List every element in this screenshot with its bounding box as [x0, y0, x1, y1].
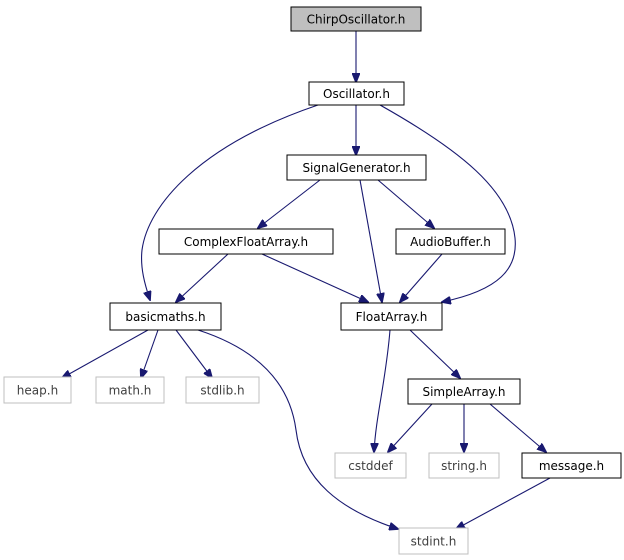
edge-oscillator-to-floatarray [379, 104, 516, 302]
node-float[interactable]: FloatArray.h [340, 302, 443, 331]
node-label-heap: heap.h [17, 384, 58, 398]
node-label-siggen: SignalGenerator.h [302, 161, 410, 175]
node-label-chirp: ChirpOscillator.h [307, 13, 406, 27]
node-label-stdint: stdint.h [411, 535, 457, 549]
edge-audiobuffer-to-floatarray [400, 253, 443, 302]
edge-basicmaths-to-math [141, 329, 159, 378]
edge-basicmaths-to-stdlib [175, 329, 212, 378]
edge-oscillator-to-basicmaths [141, 104, 319, 300]
node-complex[interactable]: ComplexFloatArray.h [158, 228, 334, 255]
node-string: string.h [428, 452, 500, 479]
node-label-audio: AudioBuffer.h [410, 235, 491, 249]
nodes: ChirpOscillator.hOscillator.hSignalGener… [3, 6, 622, 555]
edge-floatarray-to-cstddef [374, 329, 391, 452]
node-heap: heap.h [3, 376, 72, 404]
node-label-cstddef: cstddef [348, 459, 393, 473]
node-label-osc: Oscillator.h [323, 87, 390, 101]
edge-message-to-stdint [456, 477, 551, 529]
edge-signalgenerator-to-audiobuffer [377, 179, 434, 228]
node-box-siggen [286, 154, 427, 181]
edge-signalgenerator-to-floatarray [359, 179, 382, 302]
node-stdint: stdint.h [398, 527, 469, 555]
node-box-audio [395, 228, 506, 255]
node-box-string [428, 452, 500, 479]
node-box-complex [158, 228, 334, 255]
node-simple[interactable]: SimpleArray.h [407, 378, 521, 405]
node-osc[interactable]: Oscillator.h [308, 81, 405, 106]
node-label-stdlib: stdlib.h [200, 384, 244, 398]
edge-basicmaths-to-stdint [197, 329, 398, 529]
node-label-message: message.h [539, 459, 604, 473]
node-box-chirp [290, 6, 422, 32]
edge-basicmaths-to-heap [62, 329, 149, 378]
node-box-message [521, 452, 622, 479]
edges [62, 31, 551, 529]
node-chirp[interactable]: ChirpOscillator.h [290, 6, 422, 32]
node-label-math: math.h [109, 384, 152, 398]
node-box-osc [308, 81, 405, 106]
node-box-float [340, 302, 443, 331]
node-label-basic: basicmaths.h [125, 310, 205, 324]
node-basic[interactable]: basicmaths.h [109, 302, 222, 331]
node-label-complex: ComplexFloatArray.h [184, 235, 308, 249]
node-box-cstddef [334, 452, 407, 479]
edge-signalgenerator-to-complexfloatarray [258, 179, 321, 228]
edge-complexfloatarray-to-basicmaths [176, 253, 229, 302]
edge-simplearray-to-message [489, 403, 546, 452]
node-siggen[interactable]: SignalGenerator.h [286, 154, 427, 181]
node-cstddef: cstddef [334, 452, 407, 479]
node-label-float: FloatArray.h [356, 310, 428, 324]
node-box-basic [109, 302, 222, 331]
node-stdlib: stdlib.h [185, 376, 260, 404]
node-box-stdlib [185, 376, 260, 404]
node-message[interactable]: message.h [521, 452, 622, 479]
node-label-simple: SimpleArray.h [422, 385, 505, 399]
node-box-simple [407, 378, 521, 405]
edge-floatarray-to-simplearray [409, 329, 460, 378]
edge-simplearray-to-cstddef [388, 403, 433, 452]
node-box-stdint [398, 527, 469, 555]
node-box-math [95, 376, 165, 404]
node-audio[interactable]: AudioBuffer.h [395, 228, 506, 255]
node-box-heap [3, 376, 72, 404]
edge-complexfloatarray-to-floatarray [261, 253, 368, 302]
node-math: math.h [95, 376, 165, 404]
node-label-string: string.h [441, 459, 487, 473]
